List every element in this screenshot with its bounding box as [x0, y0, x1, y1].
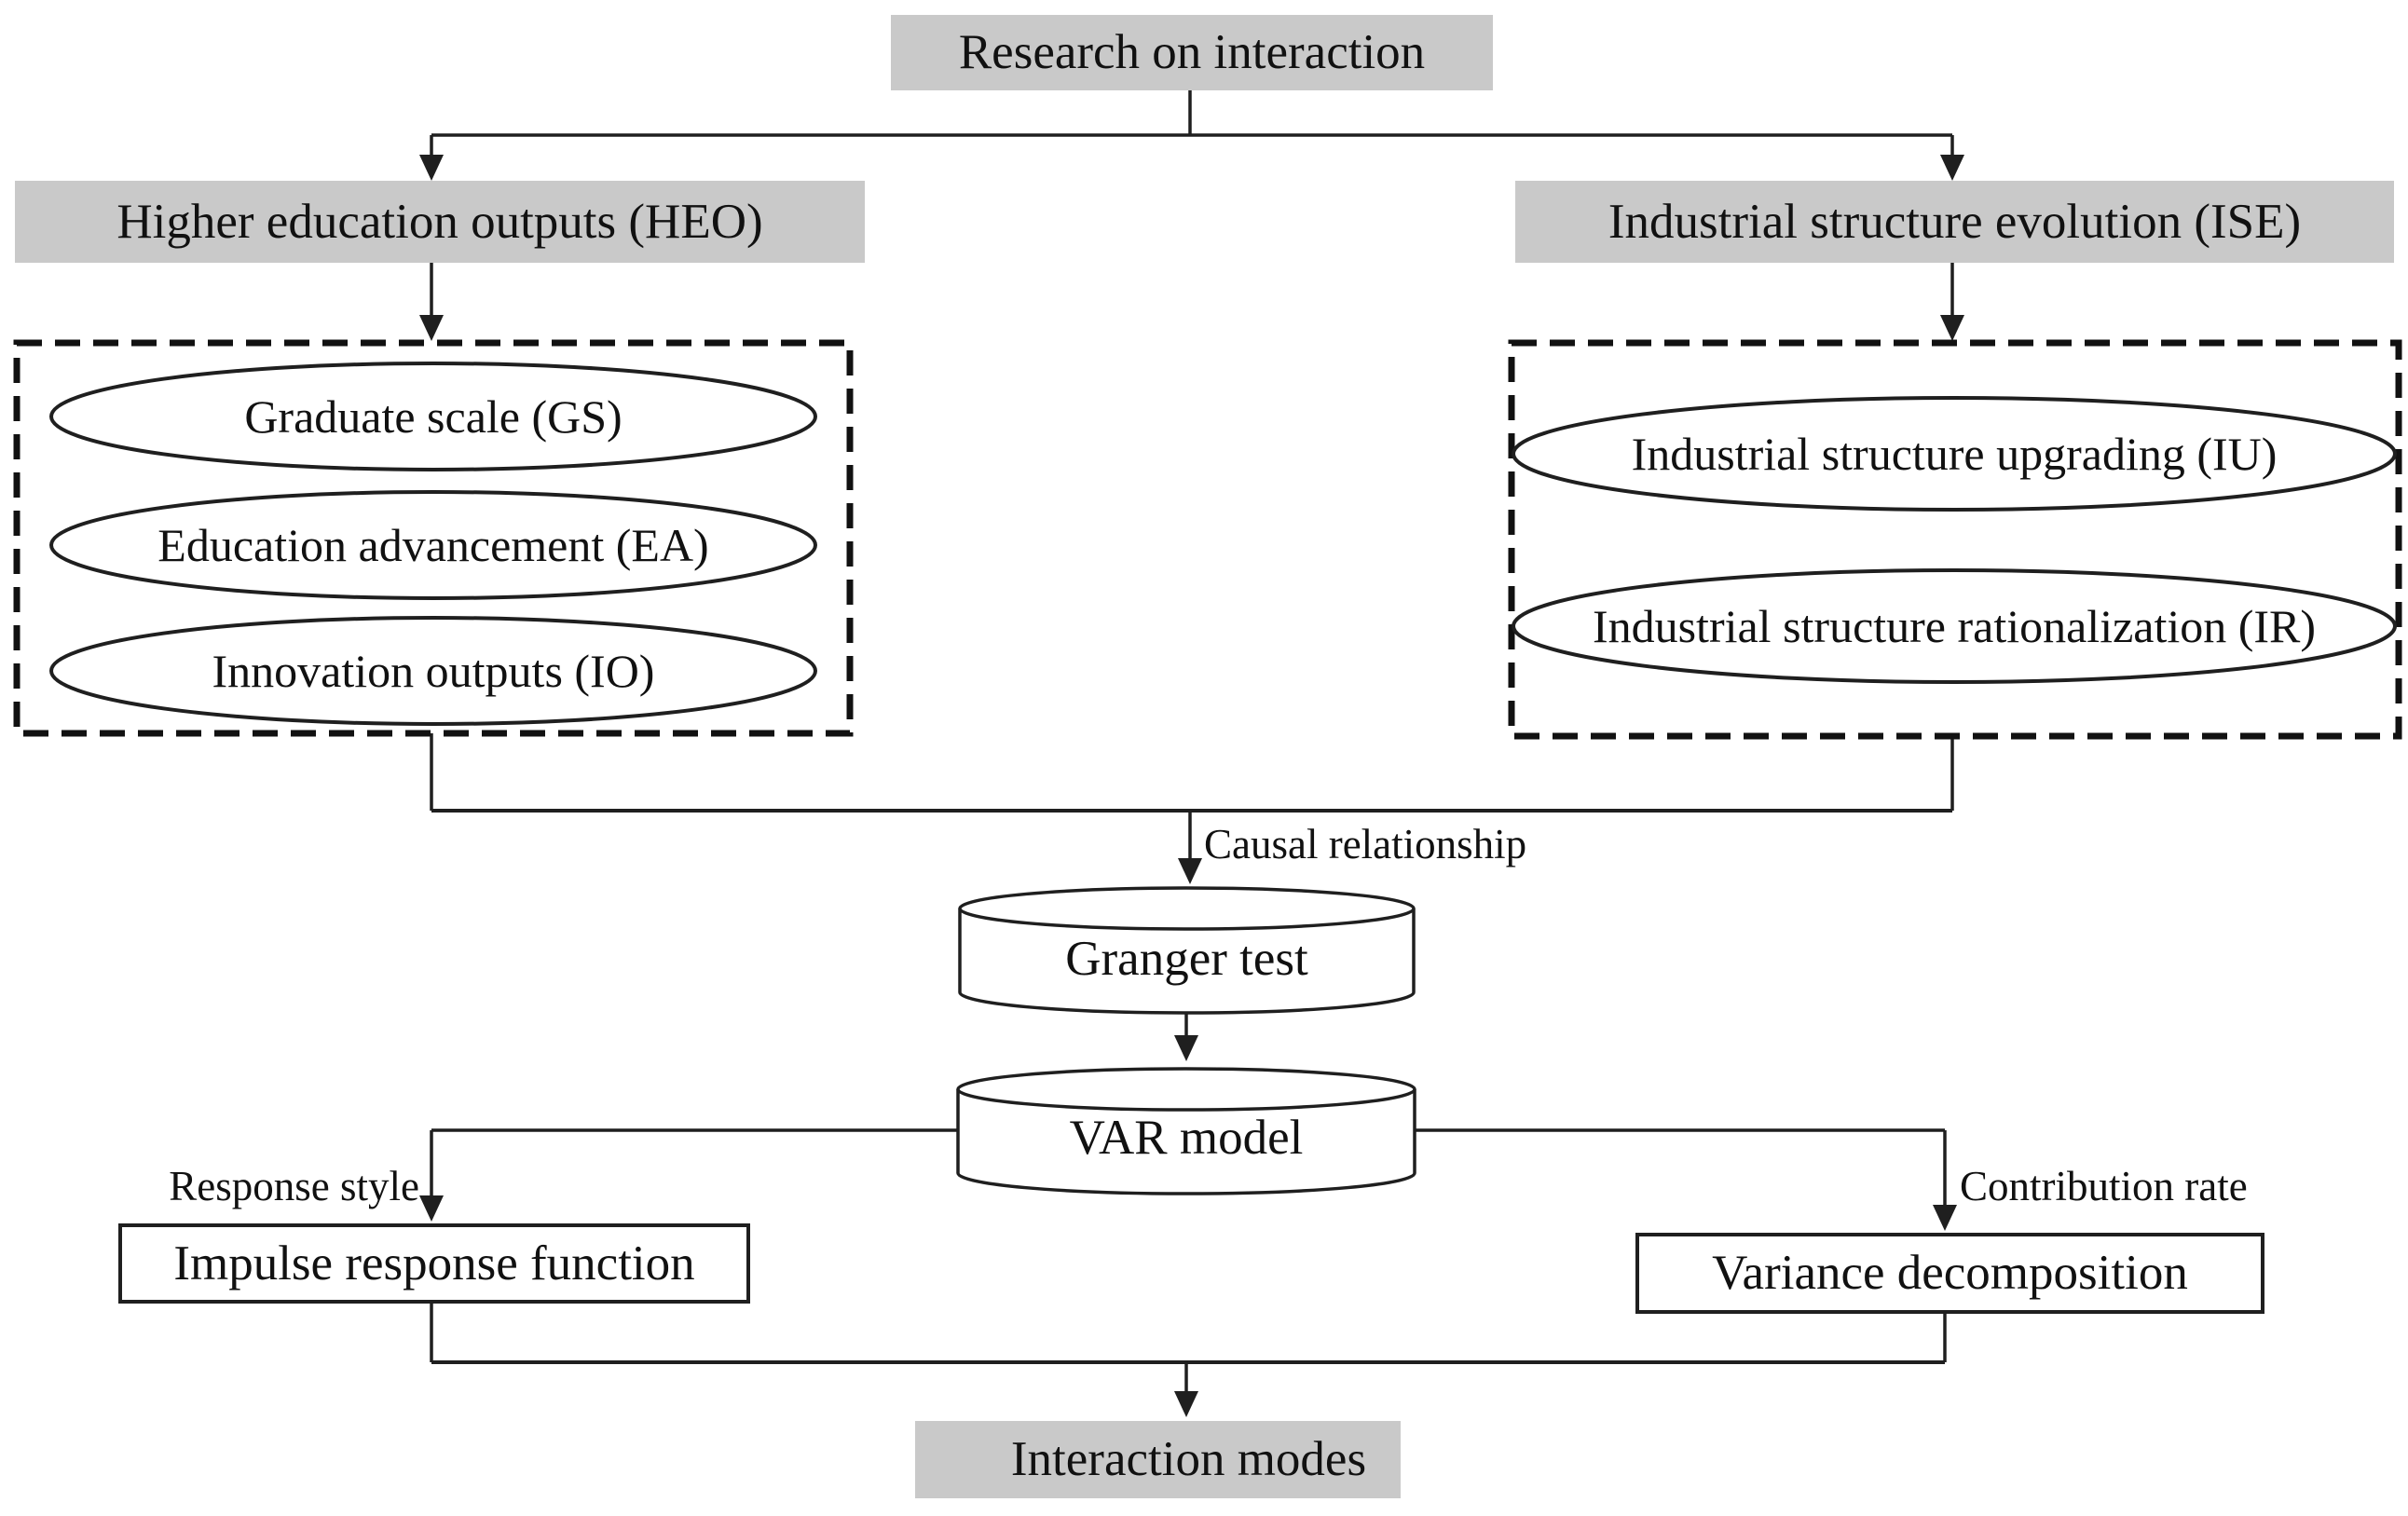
interaction-modes-box: Interaction modes — [915, 1421, 1401, 1498]
gs-ellipse — [49, 362, 817, 471]
causal-relationship-edge-label: Causal relationship — [1204, 821, 1527, 867]
arrow-to-heo-group — [419, 315, 444, 341]
impulse-response-box: Impulse response function — [118, 1223, 750, 1304]
ise-box: Industrial structure evolution (ISE) — [1515, 181, 2394, 263]
arrow-to-ise — [1940, 155, 1964, 181]
indicator-ellipses — [49, 362, 2397, 726]
ise-label: Industrial structure evolution (ISE) — [1608, 194, 2302, 249]
arrow-to-variance — [1933, 1205, 1957, 1231]
granger-cylinder-label: Granger test — [1065, 931, 1308, 986]
arrow-to-impulse — [419, 1195, 444, 1222]
ir-ellipse-label: Industrial structure rationalization (IR… — [1592, 600, 2317, 652]
var-cylinder — [956, 1067, 1416, 1195]
ir-ellipse — [1512, 568, 2397, 684]
response-style-edge-label: Response style — [169, 1163, 419, 1209]
arrow-to-ise-group — [1940, 315, 1964, 341]
heo-label: Higher education outputs (HEO) — [116, 194, 763, 249]
arrow-to-var — [1174, 1035, 1198, 1061]
variance-decomposition-box: Variance decomposition — [1635, 1233, 2264, 1314]
connector-lines — [430, 90, 1954, 1393]
research-root-box: Research on interaction — [891, 15, 1493, 90]
ea-ellipse — [49, 490, 817, 600]
interaction-modes-label: Interaction modes — [1010, 1432, 1367, 1486]
io-ellipse — [49, 616, 817, 726]
impulse-response-label: Impulse response function — [173, 1236, 695, 1291]
arrowheads — [419, 155, 1964, 1417]
arrow-to-heo — [419, 155, 444, 181]
iu-ellipse — [1512, 396, 2397, 512]
research-root-label: Research on interaction — [958, 25, 1426, 79]
granger-cylinder — [958, 886, 1416, 1015]
var-cylinder-label: VAR model — [1069, 1110, 1304, 1165]
arrow-to-granger — [1178, 858, 1202, 884]
contribution-rate-edge-label: Contribution rate — [1960, 1163, 2248, 1209]
variance-decomposition-label: Variance decomposition — [1712, 1246, 2188, 1300]
io-ellipse-label: Innovation outputs (IO) — [212, 645, 655, 697]
gs-ellipse-label: Graduate scale (GS) — [244, 390, 623, 443]
heo-box: Higher education outputs (HEO) — [15, 181, 865, 263]
ea-ellipse-label: Education advancement (EA) — [157, 519, 709, 571]
ise-dashed-group — [1508, 339, 2402, 740]
iu-ellipse-label: Industrial structure upgrading (IU) — [1631, 428, 2278, 480]
arrow-to-interaction — [1174, 1391, 1198, 1417]
